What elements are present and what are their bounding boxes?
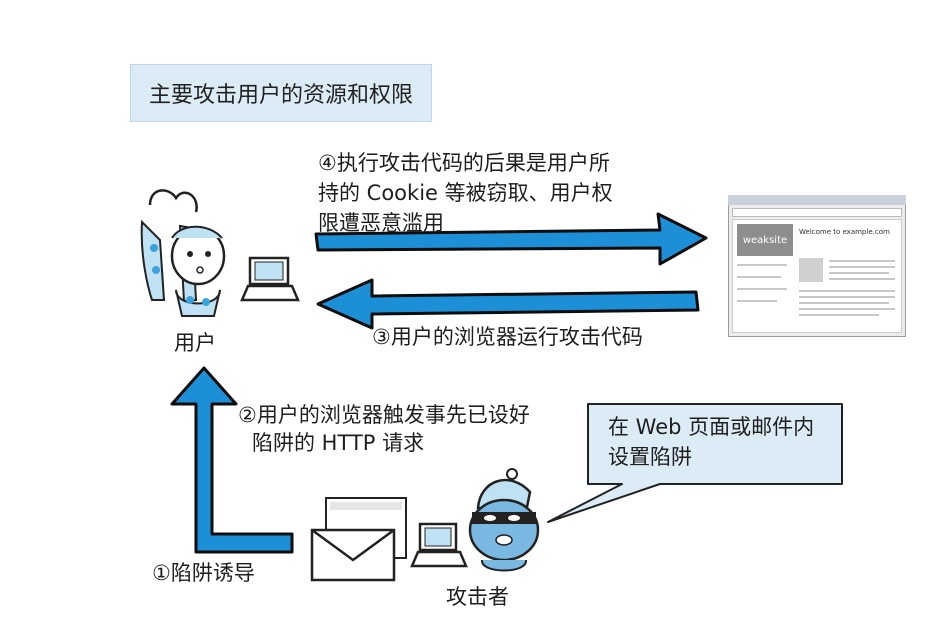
user-character-icon: [140, 189, 226, 317]
envelope-icon: [310, 497, 407, 582]
browser-window-icon: weaksite Welcome to example.com: [728, 195, 906, 337]
laptop-icon: [240, 256, 300, 302]
arrow-step3: [316, 278, 700, 330]
step2-line1: ②用户的浏览器触发事先已设好: [238, 403, 530, 427]
attacker-character-icon: [468, 468, 540, 572]
callout-line2: 设置陷阱: [608, 445, 692, 469]
callout-line1: 在 Web 页面或邮件内: [608, 415, 815, 439]
speech-bubble-icon: [547, 403, 843, 523]
arrow-step4: [314, 212, 708, 266]
step1-text: ①陷阱诱导: [152, 561, 255, 585]
site-welcome: Welcome to example.com: [799, 228, 890, 236]
laptop-icon-attacker: [410, 522, 468, 568]
arrow-step1: [170, 366, 294, 554]
step4-line1: ④执行攻击代码的后果是用户所: [318, 151, 610, 175]
title-box: 主要攻击用户的资源和权限: [130, 64, 432, 122]
step4-line2: 持的 Cookie 等被窃取、用户权: [318, 181, 613, 205]
user-label: 用户: [174, 331, 216, 355]
step4-line3: 限遭恶意滥用: [318, 211, 444, 235]
diagram-title: 主要攻击用户的资源和权限: [148, 83, 413, 108]
attacker-label: 攻击者: [446, 585, 509, 609]
step2-line2: 陷阱的 HTTP 请求: [252, 431, 425, 455]
step3-text: ③用户的浏览器运行攻击代码: [372, 325, 643, 349]
site-logo: weaksite: [737, 224, 793, 256]
